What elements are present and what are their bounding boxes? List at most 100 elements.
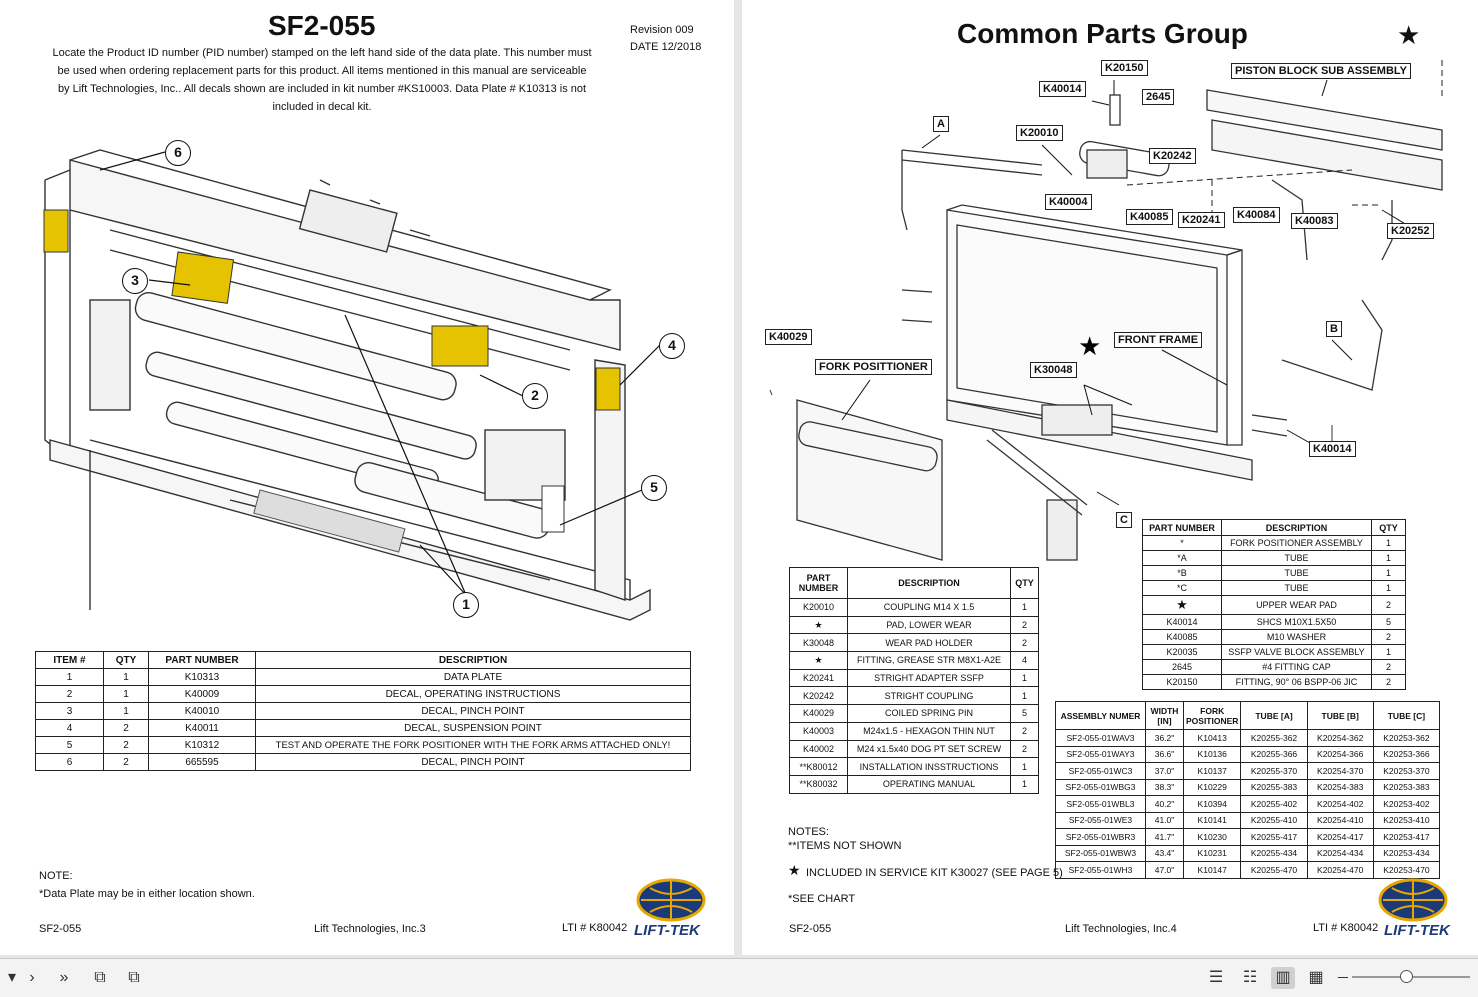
intro-line: included in decal kit. bbox=[272, 101, 372, 113]
cell-qty: 2 bbox=[1371, 595, 1406, 615]
cell-fork: K10231 bbox=[1182, 844, 1242, 862]
cell-item: 4 bbox=[35, 719, 104, 737]
cell-desc: TUBE bbox=[1221, 580, 1372, 596]
page-3: SF2-055 Revision 009 DATE 12/2018 Locate… bbox=[0, 0, 734, 955]
next-page-icon[interactable]: › bbox=[29, 969, 35, 986]
rotate-icon[interactable]: ⧉ bbox=[94, 969, 106, 986]
col-header: ASSEMBLY NUMER bbox=[1055, 701, 1146, 730]
cell-tube-a: K20255-366 bbox=[1240, 745, 1308, 763]
cell-part: K40014 bbox=[1142, 614, 1222, 630]
footer-doc-id: SF2-055 bbox=[39, 923, 82, 935]
col-header: DESCRIPTION bbox=[255, 651, 691, 669]
cell-qty: 4 bbox=[1010, 651, 1039, 670]
notes-star-icon: ★ bbox=[788, 862, 801, 878]
rotate-copy-icon[interactable]: ⧉ bbox=[128, 969, 140, 986]
cell-part: K20035 bbox=[1142, 644, 1222, 660]
viewer-toolbar: ▾ › » ⧉ ⧉ ☰ ☷ ▥ ▦ bbox=[0, 958, 1478, 997]
cell-tube-c: K20253-370 bbox=[1372, 762, 1441, 780]
label-k20241: K20241 bbox=[1178, 212, 1225, 228]
lift-tek-logo-text: LIFT-TEK bbox=[1384, 922, 1450, 939]
zoom-out-icon[interactable] bbox=[1338, 977, 1348, 978]
cell-item: 1 bbox=[35, 668, 104, 686]
cell-width: 37.0" bbox=[1145, 762, 1184, 780]
cell-desc: DECAL, OPERATING INSTRUCTIONS bbox=[255, 685, 691, 703]
cell-fork: K10141 bbox=[1182, 811, 1242, 829]
col-header: WIDTH [IN] bbox=[1145, 701, 1184, 730]
cell-qty: 1 bbox=[1010, 686, 1039, 706]
cell-qty: 1 bbox=[103, 668, 149, 686]
cell-desc: TEST AND OPERATE THE FORK POSITIONER WIT… bbox=[255, 736, 691, 754]
label-k40014-top: K40014 bbox=[1039, 81, 1086, 97]
cell-part: K40009 bbox=[148, 685, 256, 703]
col-header: PART NUMBER bbox=[148, 651, 256, 669]
cell-desc: COUPLING M14 X 1.5 bbox=[847, 598, 1011, 617]
label-fork-positioner: FORK POSITTIONER bbox=[815, 359, 932, 375]
cell-width: 38.3" bbox=[1145, 778, 1184, 796]
label-tube-b: B bbox=[1326, 321, 1342, 337]
cell-part: *C bbox=[1142, 580, 1222, 596]
zoom-slider-track[interactable] bbox=[1352, 970, 1470, 983]
cell-qty: 1 bbox=[103, 685, 149, 703]
cell-desc: FORK POSITIONER ASSEMBLY bbox=[1221, 535, 1372, 551]
cell-qty: 2 bbox=[1371, 659, 1406, 675]
cell-tube-a: K20255-434 bbox=[1240, 844, 1308, 862]
cell-qty: 1 bbox=[103, 702, 149, 720]
cell-desc: FITTING, GREASE STR M8X1-A2E bbox=[847, 651, 1011, 670]
cell-assembly: SF2-055-01WAY3 bbox=[1055, 745, 1146, 763]
cell-desc: DECAL, PINCH POINT bbox=[255, 753, 691, 771]
cell-part: K40011 bbox=[148, 719, 256, 737]
cell-desc: STRIGHT ADAPTER SSFP bbox=[847, 668, 1011, 688]
lift-tek-logo-globe bbox=[1378, 878, 1448, 922]
single-page-icon[interactable]: ☰ bbox=[1208, 969, 1224, 986]
cell-qty: 5 bbox=[1010, 704, 1039, 723]
cell-part: K10313 bbox=[148, 668, 256, 686]
parts-table-2: PART NUMBER DESCRIPTION QTY *FORK POSITI… bbox=[1142, 519, 1406, 690]
cell-tube-c: K20253-383 bbox=[1372, 778, 1441, 796]
cell-qty: 2 bbox=[1010, 721, 1039, 741]
col-header: DESCRIPTION bbox=[847, 567, 1011, 599]
cell-qty: 2 bbox=[1010, 633, 1039, 653]
cell-qty: 2 bbox=[1371, 629, 1406, 645]
label-tube-a: A bbox=[933, 116, 949, 132]
cell-desc: WEAR PAD HOLDER bbox=[847, 633, 1011, 653]
chevron-down-icon[interactable]: ▾ bbox=[7, 969, 17, 986]
cell-qty: 1 bbox=[1371, 580, 1406, 596]
cell-qty: 1 bbox=[1371, 535, 1406, 551]
last-page-icon[interactable]: » bbox=[59, 969, 69, 986]
callout-1: 1 bbox=[453, 592, 479, 618]
continuous-icon[interactable]: ☷ bbox=[1242, 969, 1258, 986]
two-page-continuous-icon[interactable]: ▦ bbox=[1308, 969, 1324, 986]
cell-part: ★ bbox=[1142, 595, 1222, 615]
cell-tube-c: K20253-434 bbox=[1372, 844, 1441, 862]
intro-paragraph: Locate the Product ID number (PID number… bbox=[30, 44, 614, 116]
col-header: TUBE [B] bbox=[1306, 701, 1374, 730]
note-text: *Data Plate may be in either location sh… bbox=[39, 888, 255, 900]
cell-assembly: SF2-055-01WC3 bbox=[1055, 762, 1146, 780]
revision-label: Revision 009 bbox=[630, 24, 694, 36]
label-tube-c: C bbox=[1116, 512, 1132, 528]
cell-desc: UPPER WEAR PAD bbox=[1221, 595, 1372, 615]
cell-part: 2645 bbox=[1142, 659, 1222, 675]
cell-part: K30048 bbox=[789, 633, 848, 653]
cell-desc: DECAL, SUSPENSION POINT bbox=[255, 719, 691, 737]
two-page-icon[interactable]: ▥ bbox=[1271, 967, 1295, 989]
cell-tube-a: K20255-410 bbox=[1240, 811, 1308, 829]
cell-fork: K10136 bbox=[1182, 745, 1242, 763]
cell-tube-a: K20255-362 bbox=[1240, 729, 1308, 747]
lift-tek-logo-text: LIFT-TEK bbox=[634, 922, 700, 939]
cell-width: 36.6" bbox=[1145, 745, 1184, 763]
callout-4: 4 bbox=[659, 333, 685, 359]
label-k20010: K20010 bbox=[1016, 125, 1063, 141]
date-label: DATE 12/2018 bbox=[630, 41, 702, 53]
zoom-slider-thumb[interactable] bbox=[1400, 970, 1414, 983]
